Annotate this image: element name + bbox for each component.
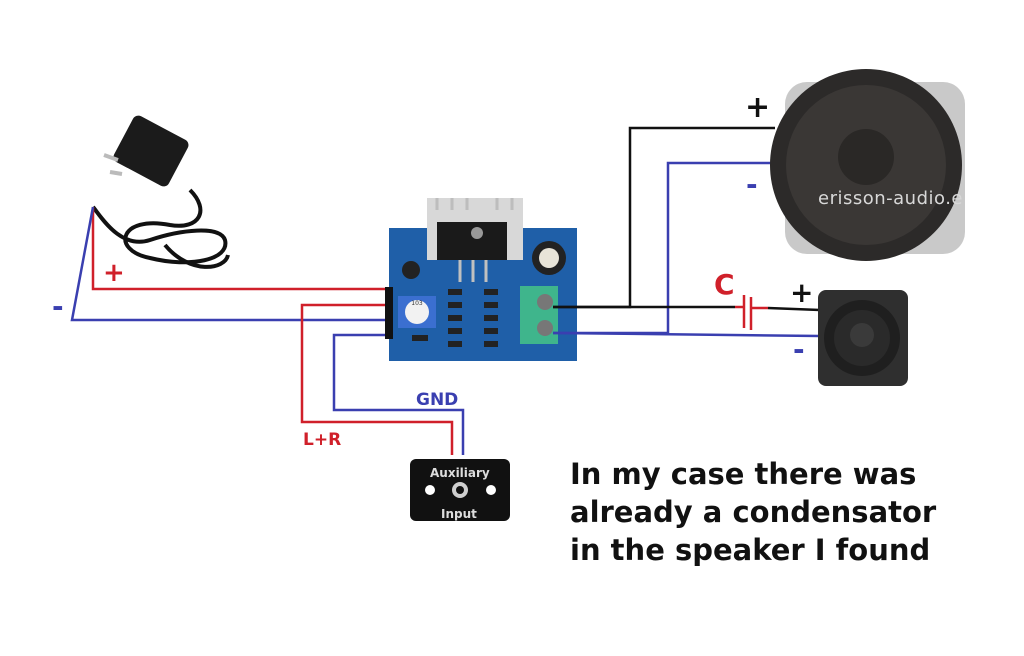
aux-label-bottom: Input bbox=[441, 507, 477, 521]
header-pins bbox=[385, 287, 393, 339]
woofer-plus-label: + bbox=[745, 90, 771, 125]
power-positive-wire bbox=[91, 207, 387, 291]
power-plus-label: + bbox=[103, 258, 125, 288]
power-adapter bbox=[91, 115, 230, 269]
lr-label: L+R bbox=[303, 430, 342, 450]
note-line: in the speaker I found bbox=[570, 533, 931, 567]
small-capacitor bbox=[402, 261, 420, 279]
woofer-minus-label: - bbox=[746, 168, 758, 201]
terminal-screw bbox=[537, 320, 553, 336]
power-negative-wire bbox=[70, 206, 387, 322]
amplifier-board: 103 bbox=[385, 198, 577, 361]
terminal-screw bbox=[537, 294, 553, 310]
tweeter-negative-wire bbox=[552, 331, 821, 338]
note-line: In my case there was bbox=[570, 457, 917, 491]
tweeter-plus-label: + bbox=[790, 276, 814, 309]
adapter-pin bbox=[103, 153, 119, 162]
note-line: already a condensator bbox=[570, 495, 937, 529]
tweeter-minus-label: - bbox=[793, 333, 805, 366]
adapter-cable bbox=[91, 188, 228, 265]
adapter-body bbox=[113, 115, 189, 187]
adapter-cable-loop bbox=[163, 243, 230, 269]
woofer-positive-wire bbox=[553, 126, 775, 309]
aux-jack bbox=[410, 459, 510, 521]
input-lr-wire bbox=[300, 303, 454, 455]
output-terminal bbox=[520, 286, 558, 344]
woofer-speaker bbox=[770, 69, 965, 261]
ic-screw bbox=[471, 227, 483, 239]
tweeter-speaker bbox=[818, 290, 908, 386]
aux-label-top: Auxiliary bbox=[430, 466, 490, 480]
woofer-dustcap bbox=[838, 129, 894, 185]
adapter-pin bbox=[109, 170, 123, 176]
amp-ic bbox=[437, 222, 507, 260]
note-text: In my case there was already a condensat… bbox=[570, 455, 936, 569]
tweeter-dustcap bbox=[850, 323, 874, 347]
input-gnd-wire bbox=[332, 333, 465, 455]
woofer-watermark: erisson-audio.e bbox=[818, 188, 964, 209]
pot-label: 103 bbox=[411, 300, 423, 307]
capacitor-label: C bbox=[714, 268, 735, 301]
power-minus-label: - bbox=[52, 290, 64, 323]
gnd-label: GND bbox=[416, 390, 459, 410]
